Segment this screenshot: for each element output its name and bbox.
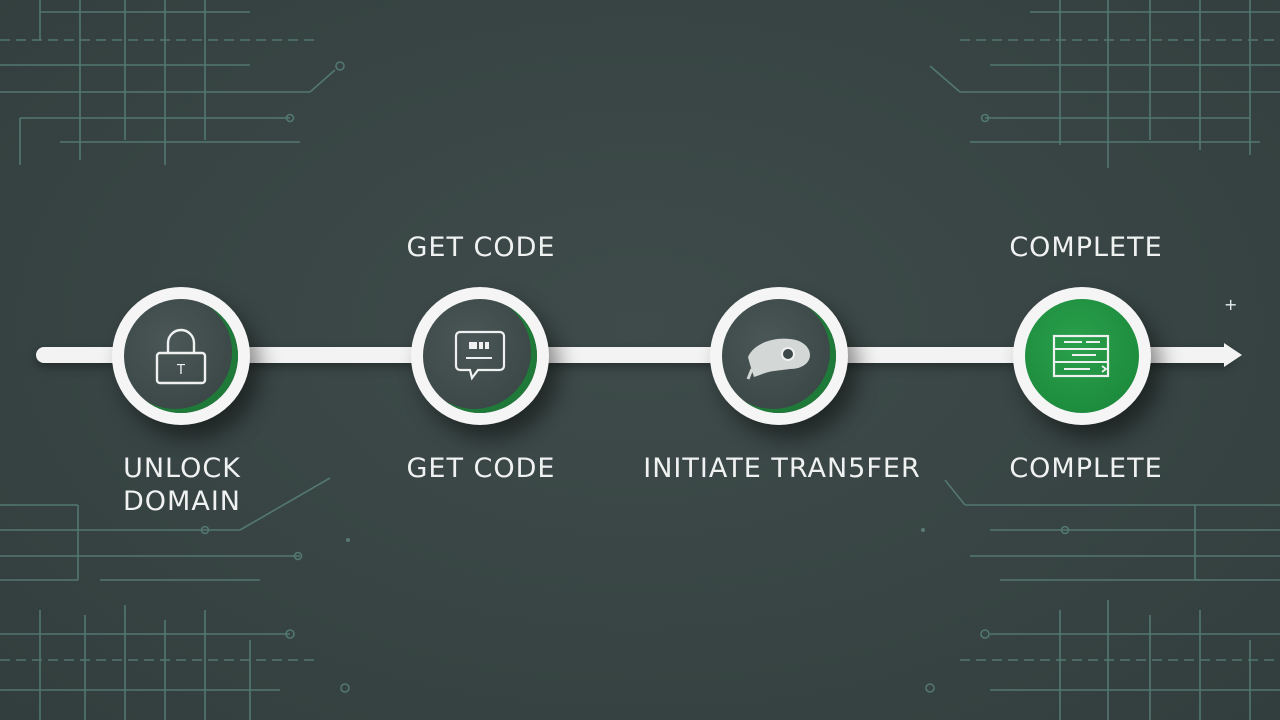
- step-node-initiate-transfer: [710, 287, 848, 425]
- step-node-inner: [722, 299, 836, 413]
- step-node-complete: [1013, 287, 1151, 425]
- padlock-glyph: T: [176, 363, 185, 378]
- timeline-arrowhead: [1224, 343, 1242, 367]
- transfer-tag-icon: [746, 338, 810, 380]
- checklist-icon: [1052, 334, 1110, 378]
- step-top-label-complete: COMPLETE: [1009, 232, 1163, 263]
- step-label-line: UNLOCK: [123, 453, 241, 484]
- step-node-inner: T: [124, 299, 238, 413]
- message-code-icon: [454, 330, 506, 381]
- step-node-get-code: [411, 287, 549, 425]
- step-label-unlock-domain: UNLOCK DOMAIN: [90, 452, 274, 518]
- step-node-unlock-domain: T: [112, 287, 250, 425]
- timeline-track: [36, 347, 1232, 363]
- padlock-icon: T: [155, 328, 207, 385]
- sparkle-icon: +: [1224, 295, 1238, 314]
- step-node-inner: [423, 299, 537, 413]
- step-label-initiate-transfer: INITIATE TRAN5FER: [643, 453, 921, 484]
- step-label-line: DOMAIN: [123, 486, 241, 517]
- step-top-label-get-code: GET CODE: [406, 232, 556, 263]
- step-node-inner: [1025, 299, 1139, 413]
- step-label-complete: COMPLETE: [1009, 453, 1163, 484]
- step-label-get-code: GET CODE: [406, 453, 556, 484]
